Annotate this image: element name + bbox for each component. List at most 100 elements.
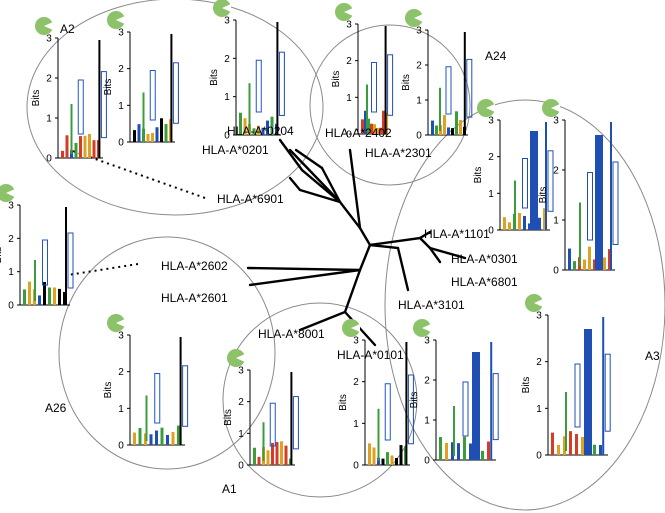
logo-tick-label: 1 <box>8 267 14 278</box>
ring-a2 <box>26 0 324 216</box>
logo-tick-label: 0 <box>238 461 244 472</box>
logo-tick-label: 1 <box>353 419 359 430</box>
logo-tick-label: 0 <box>224 131 230 142</box>
logo-tick-label: 2 <box>353 377 359 388</box>
allele-label-hlaa2602: HLA-A*2602 <box>161 259 228 273</box>
tree-branch <box>294 148 324 170</box>
logo-ylabel: Bits <box>401 74 412 91</box>
allele-label-hlaa3101: HLA-A*3101 <box>398 298 465 312</box>
allele-label-hlaa2402: HLA-A*2402 <box>325 126 392 140</box>
logo-tick-label: 1 <box>118 404 124 415</box>
tree-branch <box>348 148 362 230</box>
tree-branch <box>246 266 362 272</box>
dotted-connector-a2602 <box>67 263 139 276</box>
logo-tick-label: 1 <box>118 101 124 112</box>
logo-tick-label: 3 <box>118 331 124 342</box>
logo-tick-label: 2 <box>8 234 14 245</box>
logo-ylabel: Bits <box>338 394 349 411</box>
tree-branch <box>368 243 410 292</box>
logo-tick-label: 2 <box>536 357 542 368</box>
tree-branch <box>368 236 467 260</box>
logo-tick-label: 1 <box>46 114 52 125</box>
logo-tick-label: 2 <box>224 54 230 65</box>
logo-tick-label: 3 <box>346 20 352 31</box>
logo-tick-label: 1 <box>416 96 422 107</box>
ring-a26 <box>58 236 276 470</box>
allele-label-hlaa6801: HLA-A*6801 <box>451 275 518 289</box>
logo-tick-label: 0 <box>46 154 52 165</box>
logo-tick-label: 0 <box>553 266 559 277</box>
logo-tick-label: 2 <box>346 56 352 67</box>
logo-tick-label: 1 <box>536 404 542 415</box>
ring-a3 <box>384 99 665 511</box>
logo-ylabel: Bits <box>521 377 532 394</box>
logo-badge-icon <box>35 17 53 35</box>
logo-tick-label: 3 <box>224 16 230 27</box>
logo-badge-icon <box>335 3 353 21</box>
logo-tick-label: 1 <box>424 416 430 427</box>
allele-label-hlaa1101: HLA-A*1101 <box>424 227 490 241</box>
logo-ylabel: Bits <box>409 392 420 409</box>
logo-tick-label: 3 <box>46 34 52 45</box>
logo-tick-label: 1 <box>553 216 559 227</box>
allele-label-hlaa0204: HLA-A*0204 <box>227 124 294 138</box>
logo-tick-label: 3 <box>553 116 559 127</box>
ring-a24 <box>309 24 471 186</box>
logo-tick-label: 2 <box>416 61 422 72</box>
logo-ylabel: Bits <box>538 187 549 204</box>
logo-tick-label: 3 <box>536 311 542 322</box>
logo-tick-label: 3 <box>118 28 124 39</box>
logo-badge-icon <box>0 184 15 202</box>
logo-tick-label: 0 <box>118 441 124 452</box>
logo-tick-label: 3 <box>238 366 244 377</box>
group-label-a3: A3 <box>645 349 660 363</box>
logo-tick-label: 0 <box>424 456 430 467</box>
logo-tick-label: 1 <box>488 189 494 200</box>
logo-tick-label: 1 <box>238 429 244 440</box>
logo-tick-label: 2 <box>553 166 559 177</box>
logo-tick-label: 2 <box>46 74 52 85</box>
logo-badge-icon <box>107 314 125 332</box>
allele-label-hlaa6901: HLA-A*6901 <box>217 192 284 206</box>
tree-branch <box>288 148 342 204</box>
ring-a1 <box>222 302 418 498</box>
logo-ylabel: Bits <box>209 69 220 86</box>
logo-tick-label: 0 <box>353 461 359 472</box>
logo-badge-icon <box>542 99 560 117</box>
logo-tick-label: 0 <box>346 130 352 141</box>
logo-ylabel: Bits <box>0 247 4 264</box>
allele-label-hlaa8001: HLA-A*8001 <box>258 327 325 341</box>
group-label-a1: A1 <box>222 482 237 496</box>
allele-label-hlaa0101: HLA-A*0101 <box>337 348 404 362</box>
logo-ylabel: Bits <box>473 167 484 184</box>
logo-tick-label: 3 <box>353 336 359 347</box>
allele-label-hlaa2601: HLA-A*2601 <box>161 291 228 305</box>
logo-badge-icon <box>477 99 495 117</box>
logo-ylabel: Bits <box>103 79 114 96</box>
allele-label-hlaa0201: HLA-A*0201 <box>202 143 269 157</box>
logo-tick-label: 2 <box>238 397 244 408</box>
logo-badge-icon <box>525 294 543 312</box>
group-label-a24: A24 <box>485 49 507 63</box>
logo-tick-label: 1 <box>224 92 230 103</box>
tree-branch <box>248 243 372 287</box>
logo-badge-icon <box>413 319 431 337</box>
logo-badge-icon <box>405 9 423 27</box>
logo-ylabel: Bits <box>331 71 342 88</box>
logo-tick-label: 2 <box>118 367 124 378</box>
tree-branch <box>320 166 372 247</box>
tree-branch <box>428 246 442 264</box>
logo-tick-label: 3 <box>416 26 422 37</box>
allele-label-hlaa2301: HLA-A*2301 <box>365 146 432 160</box>
